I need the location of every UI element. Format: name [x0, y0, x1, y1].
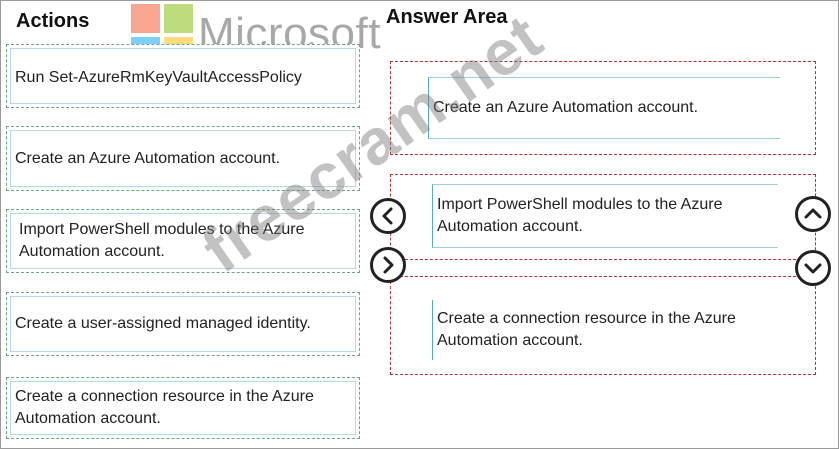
action-label: Create an Azure Automation account.	[10, 130, 356, 187]
answer-item-1[interactable]: Create an Azure Automation account.	[428, 77, 780, 139]
action-item-5[interactable]: Create a connection resource in the Azur…	[6, 377, 360, 439]
chevron-right-icon	[383, 256, 394, 274]
answer-label: Create an Azure Automation account.	[433, 99, 699, 116]
answer-item-3[interactable]: Create a connection resource in the Azur…	[432, 300, 784, 360]
action-label: Import PowerShell modules to the Azure A…	[10, 213, 356, 269]
move-left-button[interactable]	[370, 198, 406, 234]
action-item-2[interactable]: Create an Azure Automation account.	[6, 126, 360, 191]
move-up-button[interactable]	[795, 196, 831, 232]
action-item-3[interactable]: Import PowerShell modules to the Azure A…	[6, 209, 360, 273]
answer-area-heading: Answer Area	[386, 6, 508, 28]
answer-label: Create a connection resource in the Azur…	[437, 310, 736, 349]
move-right-button[interactable]	[370, 247, 406, 283]
actions-heading: Actions	[16, 10, 90, 32]
answer-drop-zone-1[interactable]	[390, 61, 816, 155]
chevron-down-icon	[804, 263, 822, 274]
move-down-button[interactable]	[795, 250, 831, 286]
chevron-left-icon	[382, 207, 393, 225]
action-item-4[interactable]: Create a user-assigned managed identity.	[6, 292, 360, 356]
answer-item-2[interactable]: Import PowerShell modules to the Azure A…	[432, 184, 778, 248]
chevron-up-icon	[804, 208, 822, 219]
action-label: Run Set-AzureRmKeyVaultAccessPolicy	[10, 48, 356, 104]
answer-label: Import PowerShell modules to the Azure A…	[437, 196, 723, 235]
action-item-1[interactable]: Run Set-AzureRmKeyVaultAccessPolicy	[6, 44, 360, 108]
action-label: Create a user-assigned managed identity.	[10, 296, 356, 352]
action-label: Create a connection resource in the Azur…	[10, 381, 356, 435]
answer-drop-zone-3[interactable]	[390, 276, 816, 375]
